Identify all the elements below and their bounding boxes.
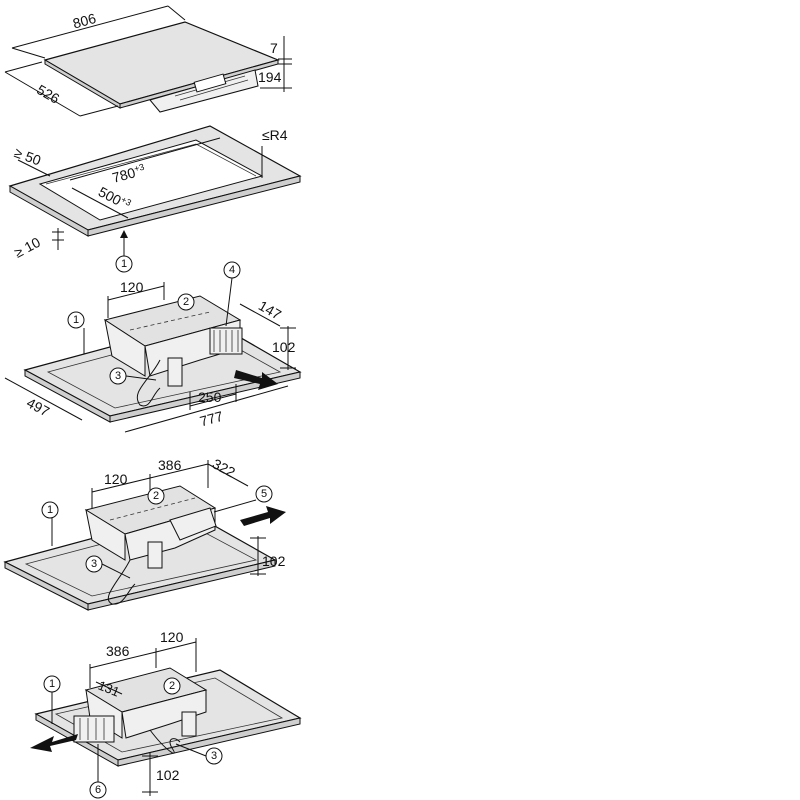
- outlet-duct: [169, 507, 217, 541]
- callout-3: [85, 555, 103, 573]
- dim-7: 7: [270, 40, 278, 56]
- dim-line-526: [4, 61, 119, 117]
- svg-text:3: 3: [211, 750, 217, 762]
- dim-120-c: 120: [160, 629, 184, 645]
- dim-102-c: 102: [156, 767, 180, 783]
- dim-250: 250: [198, 389, 222, 405]
- dim-194: 194: [258, 69, 282, 85]
- dim-102-b: 102: [262, 553, 286, 569]
- svg-text:5: 5: [261, 488, 267, 500]
- exhaust-arrow: [234, 370, 278, 390]
- dim-line-height: [260, 36, 292, 92]
- callout-2: [163, 677, 181, 695]
- callout-3: [205, 747, 223, 765]
- dim-806: 806: [71, 10, 98, 32]
- outlet-arrow: [240, 506, 286, 526]
- install-variant-c: 386 120 131 102 1 2 3 6: [30, 629, 302, 799]
- worktop-cutout: ≥ 50 780+3 500+3 ≤R4 ≥ 10 1: [8, 125, 302, 273]
- svg-text:3: 3: [115, 370, 121, 382]
- svg-text:6: 6: [95, 784, 101, 796]
- dim-cut-width: 780: [110, 164, 137, 186]
- outlet-arrow: [30, 734, 78, 752]
- dim-cut-width-tol: +3: [133, 162, 146, 174]
- svg-text:1: 1: [47, 504, 53, 516]
- power-cable: [149, 729, 181, 754]
- dim-120-a: 120: [120, 279, 144, 295]
- callout-4: [223, 261, 241, 279]
- dim-322: 322: [210, 455, 238, 480]
- terminal-block: [181, 711, 197, 737]
- install-variant-a: 120 147 102 497 250 777 1 2 3 4: [4, 261, 302, 433]
- power-cable: [107, 559, 136, 605]
- terminal-block: [147, 541, 163, 569]
- svg-text:4: 4: [229, 264, 235, 276]
- callout-6: [89, 781, 107, 799]
- power-cable: [137, 359, 161, 407]
- install-variant-b: 120 386 322 102 1 2 3 5: [3, 455, 286, 611]
- front-outlet: [73, 715, 115, 743]
- svg-text:2: 2: [169, 680, 175, 692]
- cooktop-overview: 806 526 7 194: [4, 5, 292, 117]
- dim-102-a: 102: [272, 339, 296, 355]
- dim-radius: ≤R4: [262, 127, 288, 143]
- dim-386-c: 386: [106, 643, 130, 659]
- svg-text:1: 1: [49, 678, 55, 690]
- dim-497: 497: [24, 394, 52, 419]
- svg-text:2: 2: [153, 490, 159, 502]
- callout-2: [147, 487, 165, 505]
- dim-cut-depth-tol: +3: [119, 194, 133, 208]
- svg-text:2: 2: [183, 296, 189, 308]
- callout-1: [43, 675, 61, 693]
- cooktop-glass: [43, 21, 280, 105]
- callout-3: [109, 367, 127, 385]
- callout-2: [177, 293, 195, 311]
- dim-386-b: 386: [158, 457, 182, 473]
- svg-text:3: 3: [91, 558, 97, 570]
- svg-text:1: 1: [73, 314, 79, 326]
- dim-min-thickness: ≥ 10: [11, 234, 43, 261]
- callout-1: [115, 255, 133, 273]
- dim-line-806: [11, 5, 186, 59]
- callout-1: [67, 311, 85, 329]
- dim-777: 777: [198, 408, 225, 430]
- callout-1: [41, 501, 59, 519]
- svg-text:1: 1: [121, 258, 127, 270]
- callout-5: [255, 485, 273, 503]
- svg-text:780+3: 780+3: [110, 162, 147, 186]
- dim-120-b: 120: [104, 471, 128, 487]
- dim-147: 147: [256, 297, 284, 323]
- terminal-block: [167, 357, 183, 387]
